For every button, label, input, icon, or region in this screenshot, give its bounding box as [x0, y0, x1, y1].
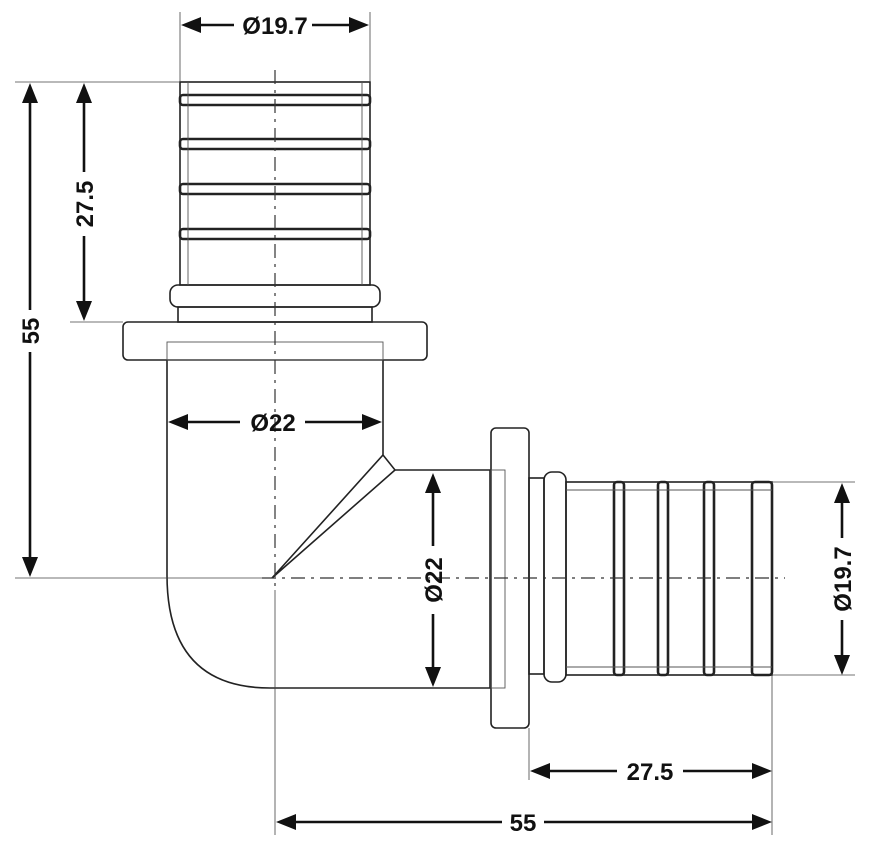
- arrow-left-icon: [530, 763, 550, 779]
- horizontal-body-diameter-label: Ø22: [421, 557, 448, 602]
- arrow-down-icon: [22, 557, 38, 577]
- elbow-inner-web: [271, 454, 396, 579]
- total-width-label: 55: [510, 810, 537, 837]
- right-collar-neck: [528, 477, 545, 675]
- right-diameter-label: Ø19.7: [830, 546, 857, 611]
- arrow-left-icon: [276, 814, 296, 830]
- arrow-right-icon: [349, 17, 369, 33]
- dimension-right-insert-length: 27.5: [530, 759, 772, 786]
- top-diameter-label: Ø19.7: [242, 13, 307, 40]
- arrow-left-icon: [168, 414, 188, 430]
- dimension-top-insert-length: 27.5: [72, 83, 99, 321]
- center-lines: [262, 70, 785, 590]
- dimension-total-width: 55: [276, 810, 772, 837]
- right-insert-length-label: 27.5: [627, 759, 674, 786]
- dimension-total-height: 55: [18, 83, 45, 577]
- extension-lines: [15, 12, 855, 835]
- elbow-body-outline: [166, 360, 491, 689]
- dimension-horizontal-body-diameter: Ø22: [421, 473, 448, 687]
- right-collar: [543, 471, 567, 683]
- arrow-right-icon: [752, 814, 772, 830]
- arrow-right-icon: [362, 414, 382, 430]
- arrow-up-icon: [22, 83, 38, 103]
- dimension-right-diameter: Ø19.7: [830, 483, 857, 675]
- arrow-left-icon: [181, 17, 201, 33]
- dimension-top-diameter: Ø19.7: [181, 13, 369, 40]
- dimension-vertical-body-diameter: Ø22: [168, 410, 382, 437]
- right-flange-shoulder: [490, 469, 506, 689]
- arrow-right-icon: [752, 763, 772, 779]
- arrow-down-icon: [425, 667, 441, 687]
- fitting-body: [122, 81, 774, 729]
- arrow-up-icon: [425, 473, 441, 493]
- arrow-down-icon: [834, 655, 850, 675]
- vertical-body-diameter-label: Ø22: [250, 410, 295, 437]
- top-insert-length-label: 27.5: [72, 181, 99, 228]
- total-height-label: 55: [18, 318, 45, 345]
- arrow-down-icon: [76, 301, 92, 321]
- arrow-up-icon: [834, 483, 850, 503]
- arrow-up-icon: [76, 83, 92, 103]
